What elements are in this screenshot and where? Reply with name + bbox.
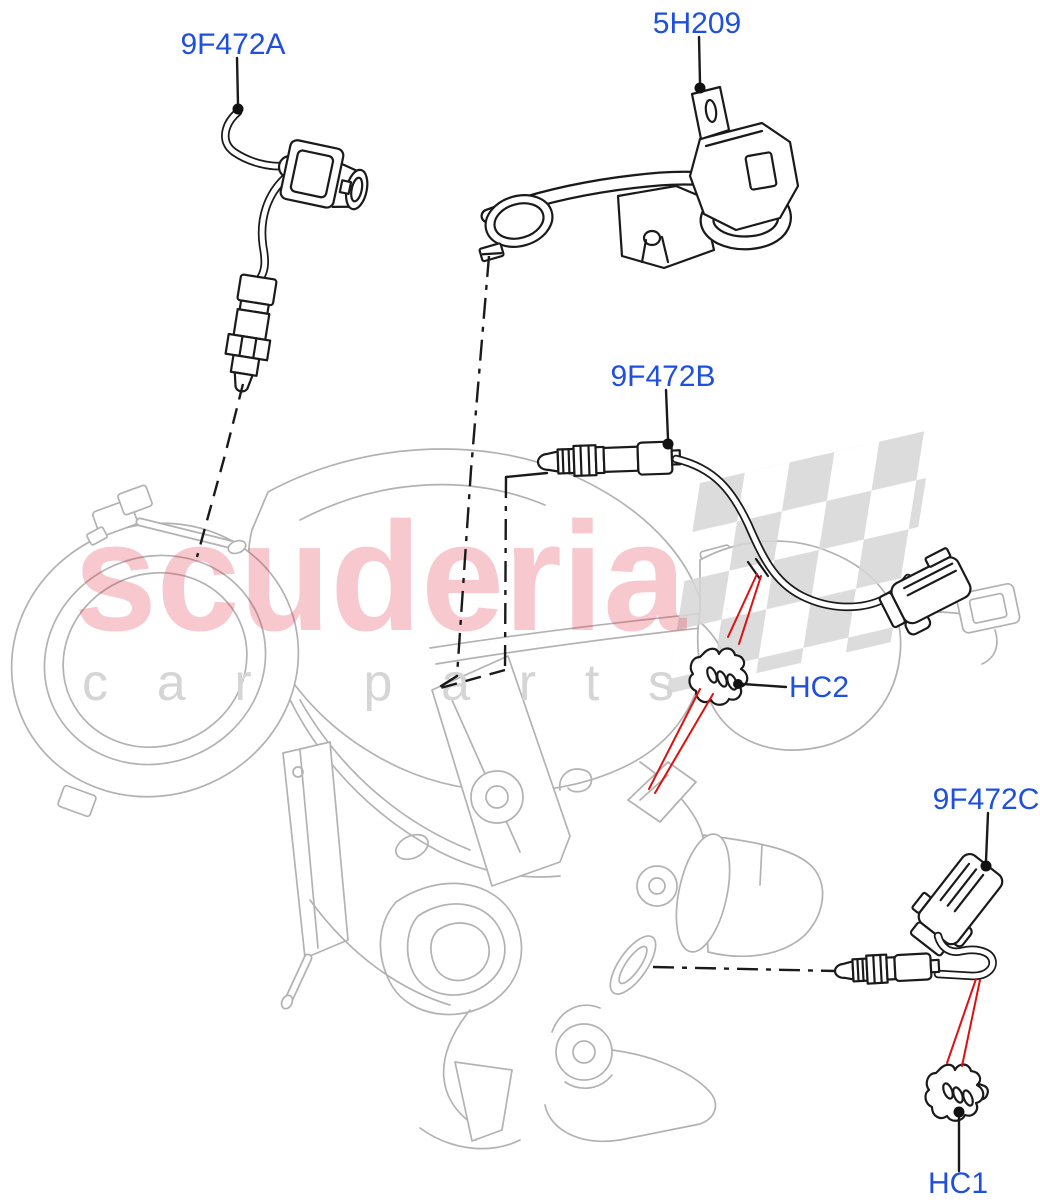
part-label-hc1[interactable]: HC1 bbox=[928, 1167, 988, 1200]
bottom-tab bbox=[454, 1061, 513, 1142]
connector-a bbox=[279, 139, 369, 211]
sensor-c-body bbox=[833, 952, 941, 985]
part-label-9f472a[interactable]: 9F472A bbox=[180, 28, 285, 61]
watermark-brand: scuderia bbox=[74, 490, 688, 663]
cable-clip-mark bbox=[746, 557, 770, 581]
outlet-port-rings bbox=[379, 882, 523, 1016]
part-label-9f472b[interactable]: 9F472B bbox=[610, 360, 715, 393]
part-label-hc2[interactable]: HC2 bbox=[789, 671, 849, 704]
clamp-bolt bbox=[57, 484, 247, 818]
harness-clip-hc2 bbox=[688, 647, 749, 706]
brace-clamp bbox=[955, 582, 1021, 634]
sensor-b-body bbox=[536, 440, 682, 478]
harness-clip-hc1 bbox=[924, 1063, 990, 1122]
oxygen-sensor-b bbox=[536, 440, 972, 636]
exhaust-bracket-5h209 bbox=[478, 85, 800, 270]
bushing-mounts bbox=[470, 770, 678, 1089]
part-label-9f472c[interactable]: 9F472C bbox=[933, 783, 1040, 816]
rear-pipe bbox=[702, 834, 824, 958]
clip-stud-bracket bbox=[627, 761, 697, 823]
part-label-5h209[interactable]: 5H209 bbox=[653, 7, 741, 40]
inlet-flange-ring bbox=[10, 522, 300, 798]
oxygen-sensor-a bbox=[220, 112, 369, 393]
catalytic-converter-assembly bbox=[10, 448, 1021, 1150]
tube-clamp bbox=[478, 194, 554, 263]
sensor-a-body bbox=[224, 273, 278, 393]
left-bracket bbox=[282, 741, 349, 959]
watermark-tagline: car parts bbox=[82, 654, 674, 712]
connector-b bbox=[878, 547, 972, 636]
pointer-lines bbox=[648, 573, 981, 1067]
part-labels: 9F472A 5H209 9F472B HC2 9F472C HC1 bbox=[180, 7, 1039, 1200]
connector-c bbox=[909, 852, 1004, 957]
bracket-tab bbox=[690, 85, 731, 141]
leader-lines bbox=[195, 35, 992, 1173]
oxygen-sensor-c bbox=[833, 852, 1004, 985]
